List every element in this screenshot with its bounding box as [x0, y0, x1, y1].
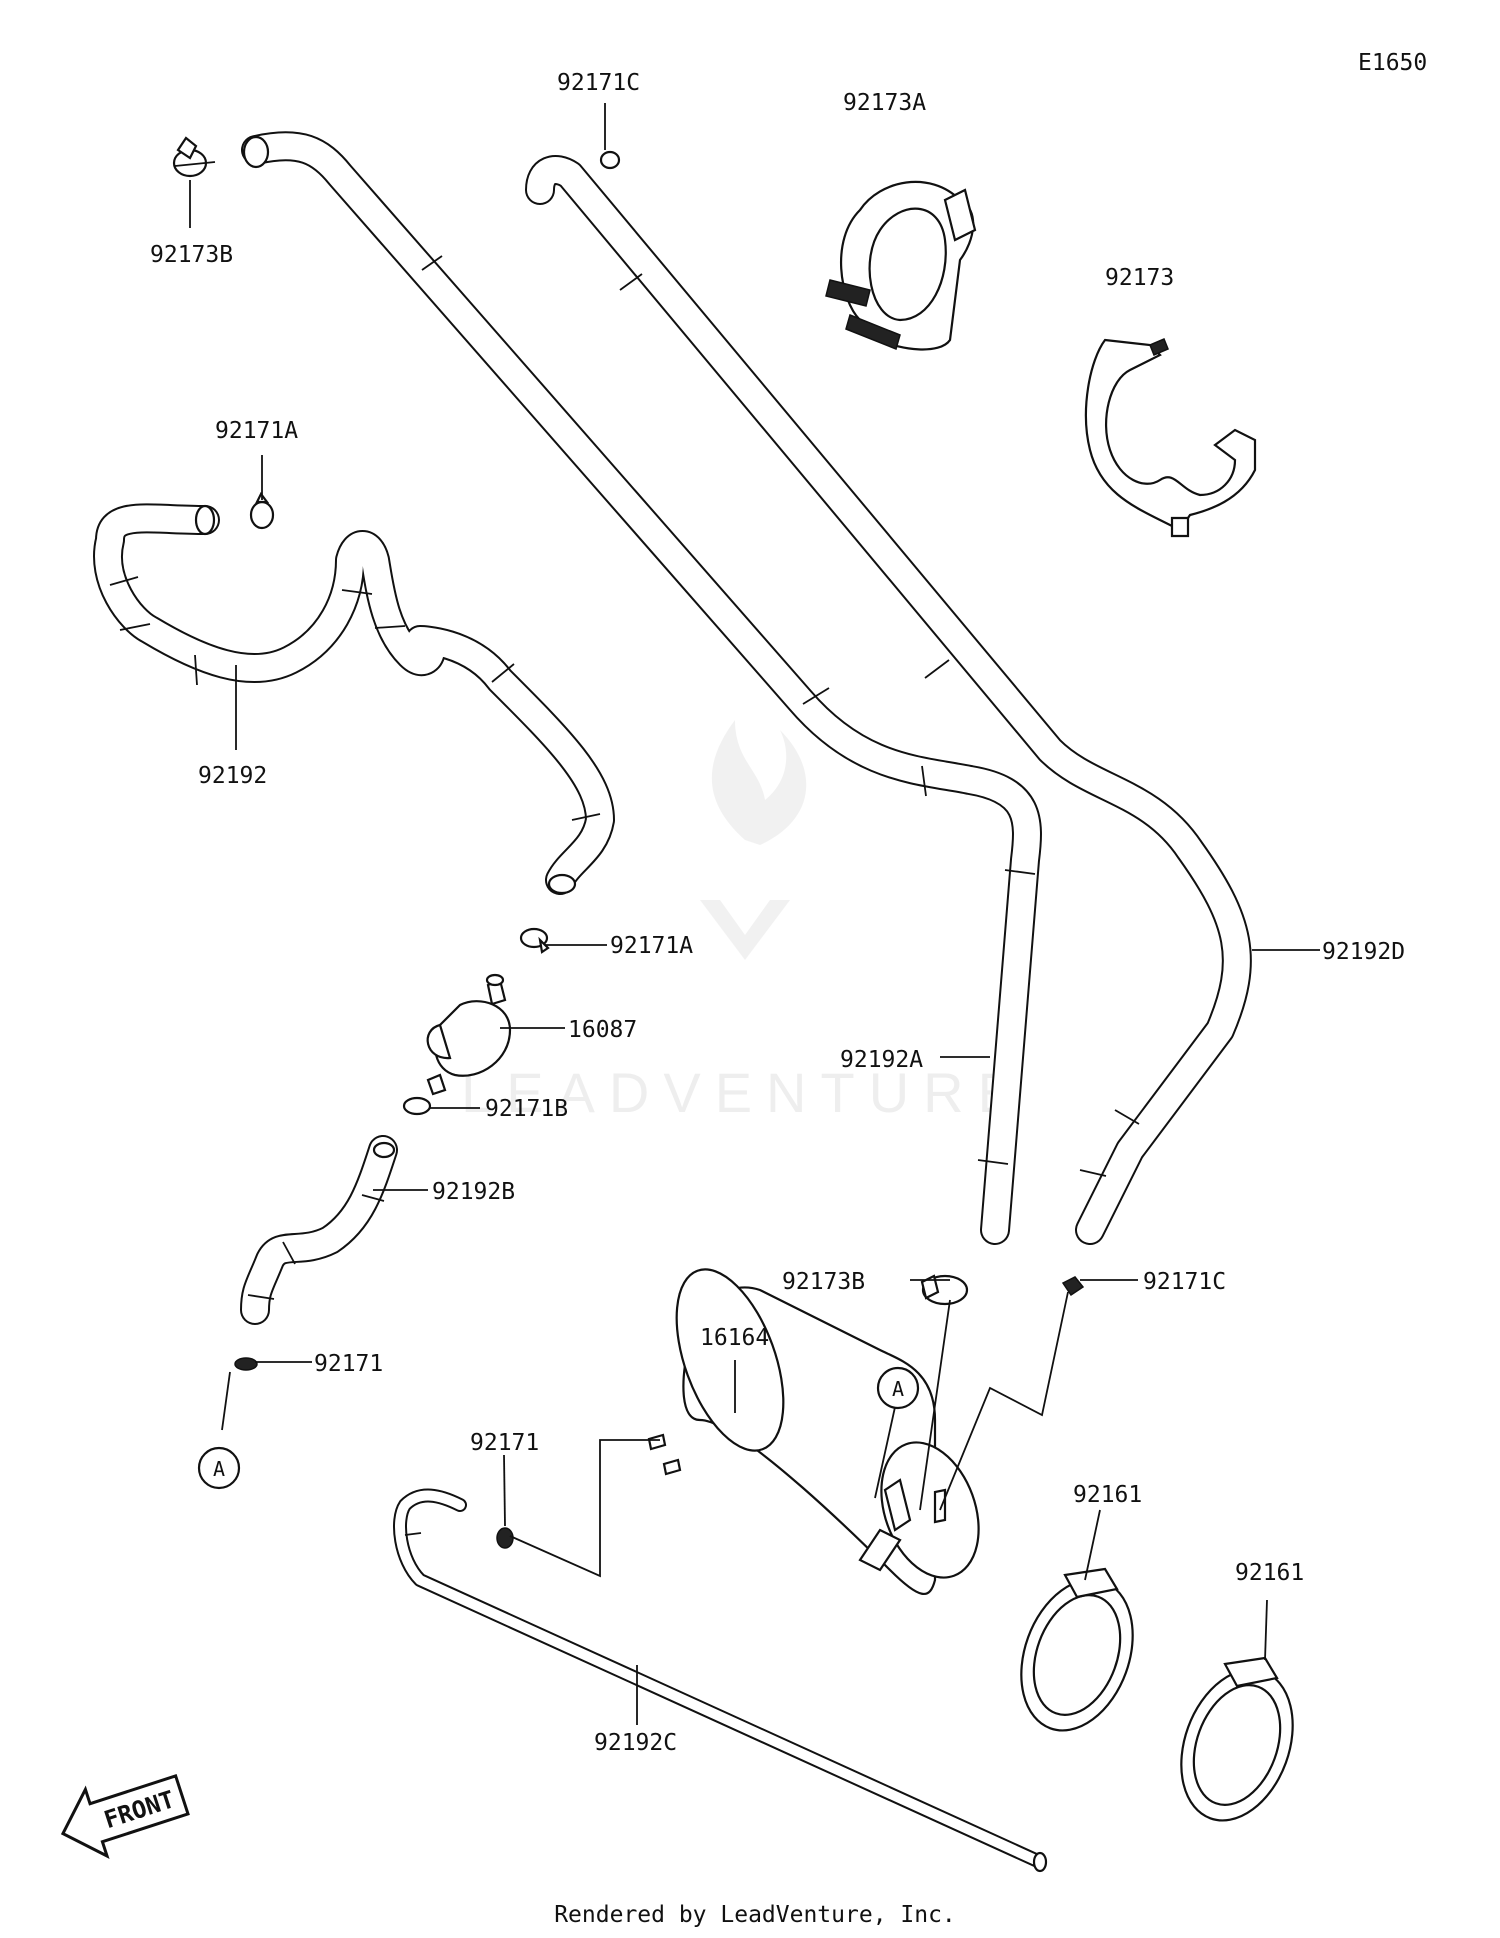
clamp-92171A-mid	[519, 927, 550, 954]
ref-marker-right: A	[876, 1366, 920, 1410]
part-labels: 92171C 92173A 92173B 92173 92171A 92192 …	[150, 70, 1405, 1756]
label-92192B: 92192B	[432, 1179, 515, 1205]
label-92171-left: 92171	[314, 1351, 383, 1377]
diagram-code: E1650	[1358, 50, 1427, 76]
watermark-text: LEADVENTURE	[461, 1061, 1029, 1124]
clamp-92171C-top	[599, 150, 621, 170]
label-92171A-mid: 92171A	[610, 933, 693, 959]
hose-92192	[93, 503, 615, 895]
clamp-92173B-top	[172, 136, 216, 178]
hose-92192C	[393, 1488, 1048, 1873]
clamp-92173B-bottom	[920, 1274, 969, 1306]
band-92161-b	[1180, 1656, 1294, 1822]
label-92161-a: 92161	[1073, 1482, 1142, 1508]
hose-92192A	[241, 131, 1042, 1245]
label-92173A: 92173A	[843, 90, 926, 116]
ref-marker-left: A	[197, 1446, 241, 1490]
filter-16087	[426, 973, 512, 1096]
label-16164: 16164	[700, 1325, 769, 1351]
label-92171C-bottom: 92171C	[1143, 1269, 1226, 1295]
label-92171C-top: 92171C	[557, 70, 640, 96]
hose-92192B	[240, 1135, 398, 1325]
label-92161-b: 92161	[1235, 1560, 1304, 1586]
band-92161-a	[1020, 1567, 1134, 1732]
watermark: LEADVENTURE	[461, 720, 1029, 1124]
label-92173B-bottom: 92173B	[782, 1269, 865, 1295]
label-92171B: 92171B	[485, 1096, 568, 1122]
ref-marker-left-text: A	[213, 1457, 225, 1481]
label-92173B-top: 92173B	[150, 242, 233, 268]
label-92171A-top: 92171A	[215, 418, 298, 444]
label-16087: 16087	[568, 1017, 637, 1043]
label-92192A: 92192A	[840, 1047, 923, 1073]
clamp-92171A-top	[249, 491, 275, 530]
label-92171-bottom: 92171	[470, 1430, 539, 1456]
label-92173: 92173	[1105, 265, 1174, 291]
clamp-92171-bottom	[496, 1527, 514, 1549]
clamp-92171B	[402, 1096, 432, 1116]
ref-marker-right-text: A	[892, 1377, 904, 1401]
label-92192: 92192	[198, 763, 267, 789]
label-92192C: 92192C	[594, 1730, 677, 1756]
hose-92192D	[525, 155, 1252, 1245]
footer-credit: Rendered by LeadVenture, Inc.	[554, 1902, 956, 1928]
label-92192D: 92192D	[1322, 939, 1405, 965]
canister-16164	[647, 1268, 980, 1596]
bracket-92173	[1084, 338, 1257, 538]
bracket-92173A	[825, 180, 977, 351]
front-arrow: FRONT	[60, 1774, 190, 1859]
clamp-92171C-bottom	[1061, 1276, 1085, 1297]
clamp-92171-left	[234, 1357, 258, 1371]
leader-lines	[189, 103, 1320, 1725]
